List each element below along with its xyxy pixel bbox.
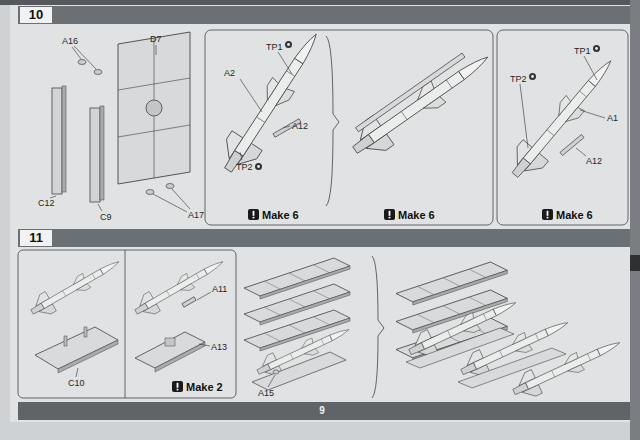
- part-number: C12: [38, 198, 55, 208]
- step-number: 11: [20, 230, 52, 246]
- part-number: C9: [100, 212, 112, 222]
- part-number: C10: [68, 378, 85, 388]
- part-number: A17: [188, 210, 204, 220]
- part-number: A2: [224, 68, 235, 78]
- part-number: D7: [150, 34, 162, 44]
- page-number: 9: [312, 405, 332, 417]
- quantity-note: Make 6: [556, 209, 593, 221]
- part-number: A13: [211, 342, 227, 352]
- step-number: 10: [20, 7, 52, 23]
- quantity-note: Make 6: [262, 209, 299, 221]
- part-number: A15: [258, 388, 274, 398]
- part-number: A1: [607, 113, 618, 123]
- quantity-note: Make 2: [186, 381, 223, 393]
- paint-callout: TP1: [574, 46, 591, 56]
- part-number: A12: [586, 156, 602, 166]
- paint-callout: TP2: [236, 162, 253, 172]
- part-number: A16: [62, 36, 78, 46]
- quantity-note: Make 6: [398, 209, 435, 221]
- part-number: A11: [212, 284, 227, 294]
- paint-callout: TP2: [510, 74, 527, 84]
- paint-callout: TP1: [266, 42, 283, 52]
- part-number: A12: [292, 121, 308, 131]
